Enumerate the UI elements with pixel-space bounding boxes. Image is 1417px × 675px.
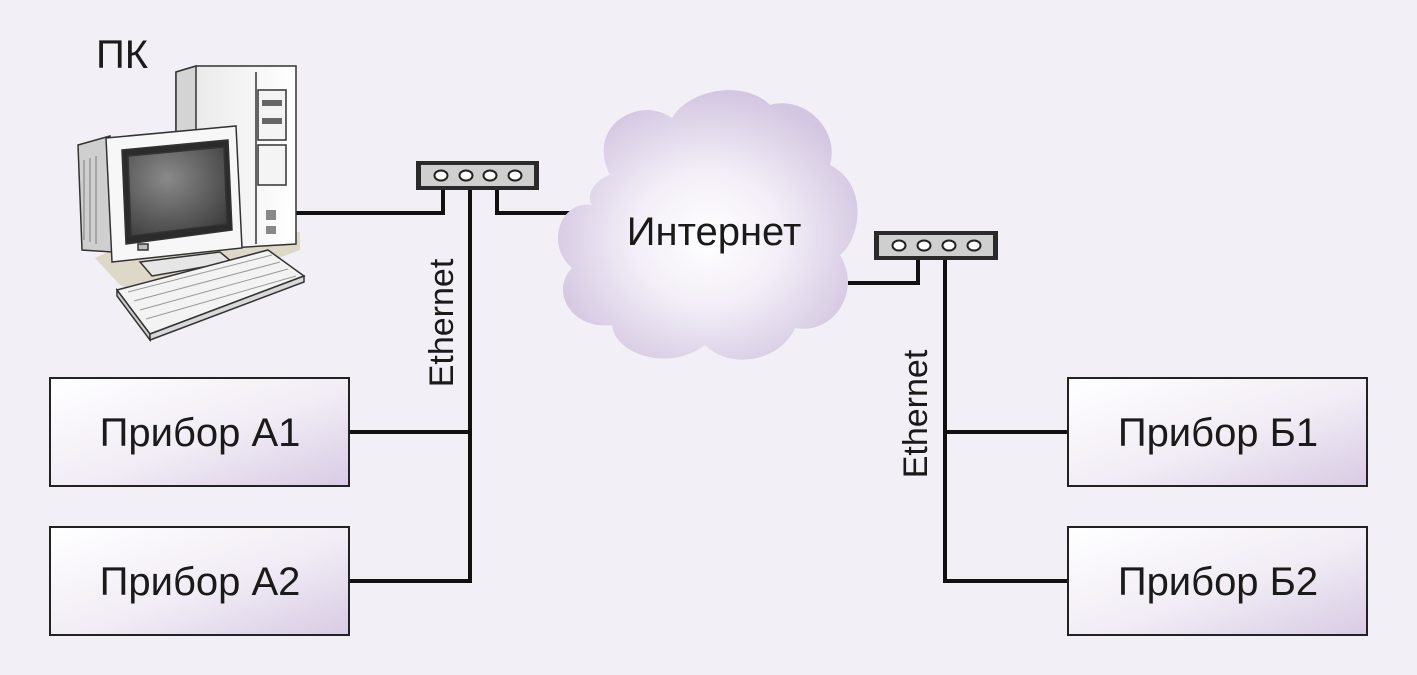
network-switch-icon: [416, 161, 539, 190]
link-switch-cloud: [495, 190, 575, 215]
link-pc-switch: [296, 190, 445, 215]
device-a1-label: Прибор А1: [100, 411, 301, 455]
desktop-computer-icon: [77, 64, 306, 343]
ethernet-label-right: Ethernet: [897, 349, 935, 478]
device-a2: Прибор А2: [49, 526, 350, 636]
switch-left: [416, 161, 539, 190]
device-b1-label: Прибор Б1: [1118, 411, 1318, 455]
link-cloud-switch-right: [848, 260, 920, 285]
device-b2-label: Прибор Б2: [1118, 560, 1318, 604]
device-a1: Прибор А1: [49, 377, 350, 487]
cloud-label: Интернет: [627, 210, 802, 254]
device-a2-label: Прибор А2: [100, 560, 301, 604]
pc-label: ПК: [96, 33, 149, 77]
device-b2: Прибор Б2: [1067, 526, 1368, 636]
switch-right: [874, 231, 998, 260]
cloud-icon: [558, 90, 858, 360]
connection-lines: [296, 190, 1068, 583]
ethernet-label-left: Ethernet: [423, 258, 461, 387]
internet-cloud: Интернет: [558, 90, 858, 360]
pc: ПК: [77, 33, 306, 343]
device-b1: Прибор Б1: [1067, 377, 1368, 487]
network-switch-icon: [874, 231, 998, 260]
